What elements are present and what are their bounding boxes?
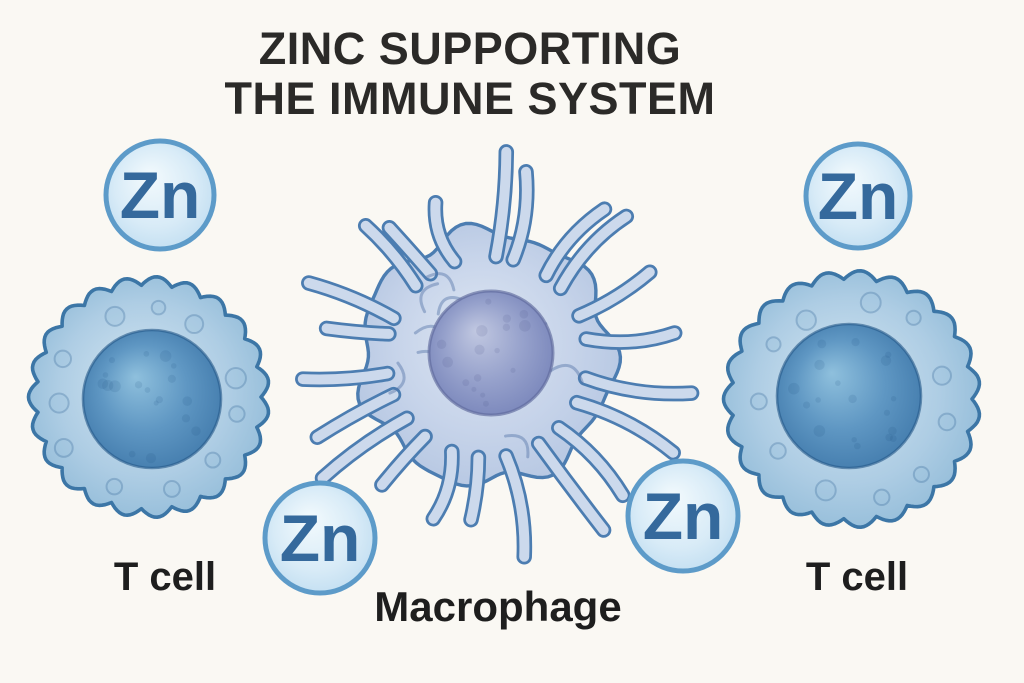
zinc-circle-icon <box>625 458 741 574</box>
page-title: ZINC SUPPORTING THE IMMUNE SYSTEM <box>224 24 715 124</box>
t-cell-left-illustration <box>26 275 271 519</box>
zinc-circle-icon <box>803 141 913 251</box>
title-line-2: THE IMMUNE SYSTEM <box>224 73 716 124</box>
t-cell-right-label: T cell <box>805 555 909 599</box>
zinc-circle-icon <box>262 480 378 596</box>
zinc-circle-icon <box>103 138 217 252</box>
zinc-ion-top-left: Zn <box>103 138 217 252</box>
t-cell-right-illustration <box>721 269 982 529</box>
zinc-ion-bottom-left: Zn <box>262 480 378 596</box>
zinc-ion-top-right: Zn <box>803 141 913 251</box>
macrophage-label: Macrophage <box>374 583 622 630</box>
title-line-1: ZINC SUPPORTING <box>258 23 682 74</box>
zinc-symbol: Zn <box>643 479 724 553</box>
zinc-ion-bottom-right: Zn <box>625 458 741 574</box>
zinc-symbol: Zn <box>818 159 899 233</box>
t-cell-left-label: T cell <box>113 555 217 599</box>
macrophage-illustration <box>295 144 700 565</box>
zinc-symbol: Zn <box>280 501 361 575</box>
zinc-symbol: Zn <box>120 158 201 232</box>
